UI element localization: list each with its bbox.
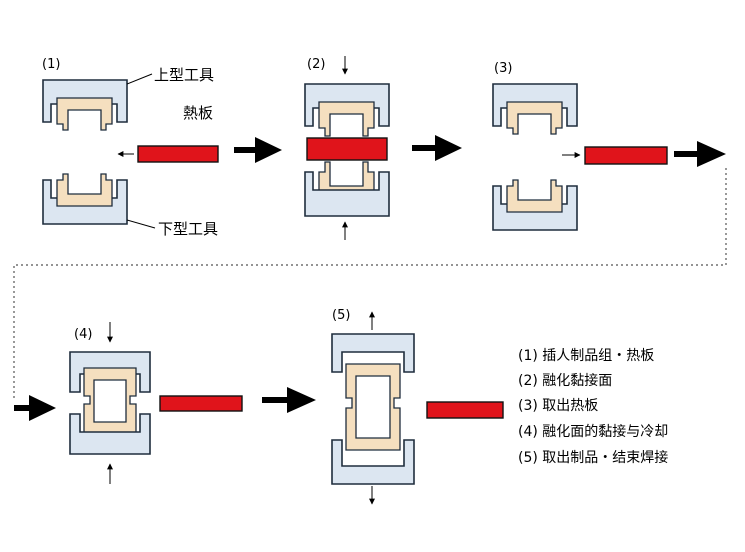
step-3-upper-part [506, 101, 563, 135]
step-2-label: (2) [307, 57, 325, 72]
legend-item-3: (3) 取出热板 [518, 398, 598, 414]
step-4: (4) [69, 322, 316, 484]
step-3-lower-part [506, 179, 563, 213]
upper-tool-leader [126, 73, 153, 85]
step-2: (2) [304, 56, 462, 240]
legend-item-4: (4) 融化面的黏接与冷却 [518, 423, 668, 440]
step-4-lower-tool [69, 413, 151, 455]
step-3-hot-plate [584, 146, 668, 165]
step-3: (3) [492, 61, 726, 231]
step-1-hot-plate [137, 145, 219, 163]
step-1-lower-part [56, 173, 113, 207]
upper-tool-label: 上型工具 [154, 66, 214, 84]
step-5-lower-tool [331, 439, 415, 485]
step-2-hot-plate [306, 137, 388, 161]
step-4-welded-part [83, 367, 137, 435]
step-4-label: (4) [74, 327, 92, 342]
step-1-label: (1) [42, 57, 60, 72]
step-5: (5) [331, 308, 504, 505]
step-1: (1) 上型工具 熱板 下型工具 [42, 57, 282, 238]
step-legend: (1) 插人制品组・热板 (2) 融化黏接面 (3) 取出热板 (4) 融化面的… [518, 348, 668, 466]
legend-item-1: (1) 插人制品组・热板 [518, 348, 654, 364]
arrow-2-3-head [435, 135, 462, 161]
arrow-3-4-head [697, 141, 726, 167]
step-5-label: (5) [332, 308, 350, 323]
arrow-1-2-head [255, 137, 282, 163]
row-connector-dotted-line [13, 168, 727, 398]
step-5-upper-tool [331, 333, 415, 373]
lower-tool-leader [126, 219, 156, 229]
step-4-hot-plate [159, 395, 243, 412]
step-2-upper-part [318, 101, 375, 137]
arrow-4-5-head [287, 387, 316, 413]
arrow-to-4-head [29, 395, 56, 421]
step-5-hot-plate [426, 401, 504, 419]
hot-plate-label: 熱板 [183, 104, 213, 122]
step-1-upper-part [56, 97, 113, 131]
legend-item-2: (2) 融化黏接面 [518, 372, 612, 389]
step-2-lower-tool [304, 171, 390, 217]
step-2-lower-part [318, 161, 375, 199]
legend-item-5: (5) 取出制品・结束焊接 [518, 449, 668, 466]
step-3-label: (3) [494, 61, 512, 76]
step-5-finished-part [345, 363, 401, 451]
lower-tool-label: 下型工具 [158, 220, 218, 238]
